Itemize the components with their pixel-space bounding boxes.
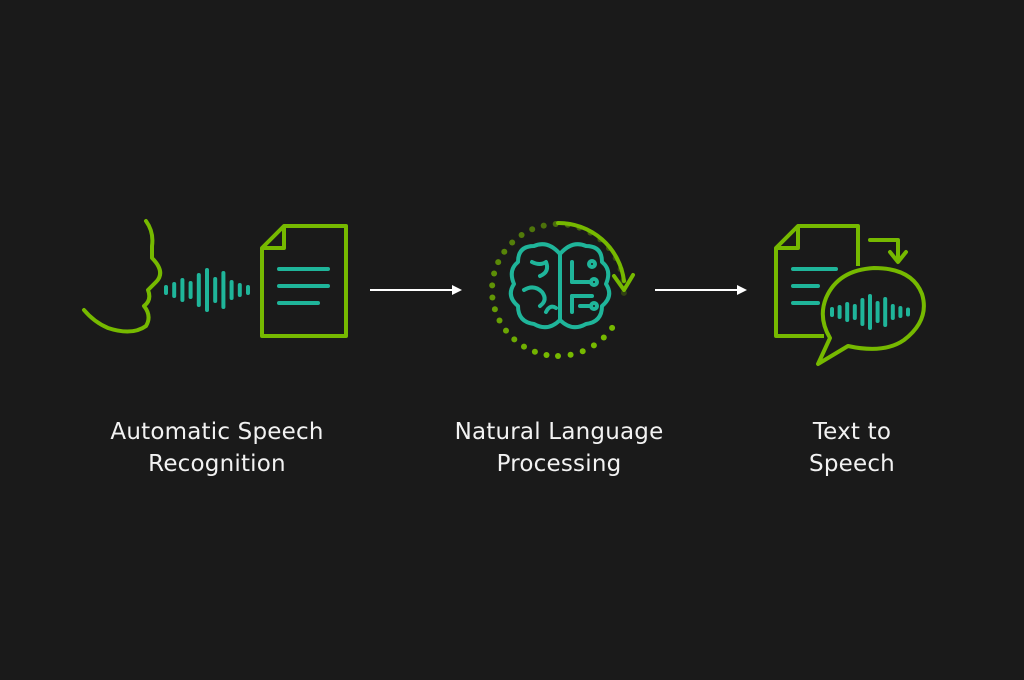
stage-label-asr-line2: Recognition xyxy=(148,451,286,477)
ring-dot xyxy=(609,324,616,331)
stage-label-tts: Text to Speech xyxy=(702,416,1002,480)
ring-dot xyxy=(531,348,538,355)
document-text-lines xyxy=(277,267,330,305)
ring-dot xyxy=(511,336,518,343)
cycle-arc xyxy=(556,220,626,283)
ring-dot xyxy=(501,248,508,255)
ring-dot xyxy=(491,306,498,313)
ring-dot xyxy=(496,317,503,324)
ring-dot xyxy=(555,353,561,359)
ring-dot xyxy=(567,351,574,358)
document-text-lines xyxy=(791,267,838,305)
stage-label-tts-line2: Speech xyxy=(809,451,895,477)
stage-label-tts-line1: Text to xyxy=(812,419,892,445)
asr-icon xyxy=(82,219,348,338)
ring-dot xyxy=(489,282,496,289)
ring-dot xyxy=(540,222,547,229)
flow-arrow-2 xyxy=(655,285,747,295)
flow-arrow-1 xyxy=(370,285,462,295)
ring-dot xyxy=(529,226,536,233)
stage-label-nlp-line2: Processing xyxy=(496,451,622,477)
face-profile-icon xyxy=(82,219,163,334)
ring-dot xyxy=(521,343,527,350)
ring-dot xyxy=(503,327,509,334)
bent-arrow-icon xyxy=(868,238,908,264)
stage-label-nlp: Natural Language Processing xyxy=(409,416,709,480)
nlp-icon xyxy=(489,220,635,359)
brain-icon xyxy=(508,242,612,330)
ring-dot xyxy=(509,239,516,246)
document-icon xyxy=(774,224,860,338)
ring-dot xyxy=(489,294,496,301)
ring-dot xyxy=(491,270,498,277)
document-icon xyxy=(260,224,348,338)
cycle-arrowhead xyxy=(612,273,635,292)
stage-label-nlp-line1: Natural Language xyxy=(454,419,664,445)
ring-dot xyxy=(600,334,607,341)
ring-dot xyxy=(495,259,502,266)
ring-dot xyxy=(543,352,550,358)
ring-dot xyxy=(590,342,597,349)
sound-wave-icon xyxy=(164,268,250,312)
ring-dot xyxy=(579,348,586,355)
stage-label-asr-line1: Automatic Speech xyxy=(110,419,324,445)
ring-dot xyxy=(518,232,525,238)
sound-wave-icon xyxy=(830,294,910,330)
tts-icon xyxy=(774,224,926,366)
stage-label-asr: Automatic Speech Recognition xyxy=(67,416,367,480)
